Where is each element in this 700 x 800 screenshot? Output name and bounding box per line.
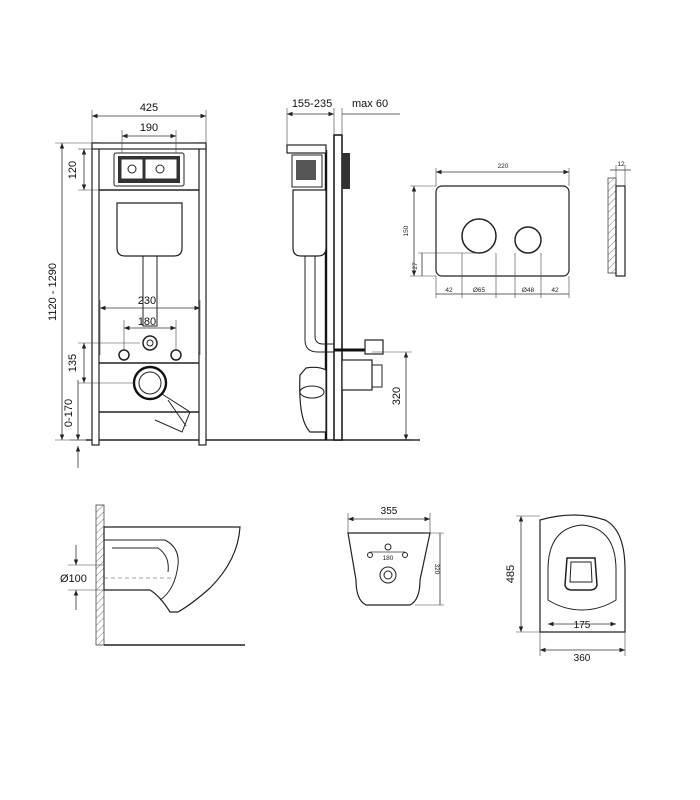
label-inner-width: 175 xyxy=(574,620,591,631)
side-connector xyxy=(364,339,384,355)
label-back-height: 320 xyxy=(433,564,440,575)
label-margin-left: 42 xyxy=(445,287,453,294)
drain-elbow xyxy=(154,393,191,433)
frame-left-post xyxy=(91,142,100,446)
label-total-height: 1120 - 1290 xyxy=(47,263,59,321)
front-view: 425 190 120 1120 - 1290 230 180 135 xyxy=(47,102,350,468)
label-top-height: 120 xyxy=(67,161,79,179)
flush-plate xyxy=(435,185,570,277)
bowl-top-drain xyxy=(564,557,598,591)
label-outlet-height: 320 xyxy=(391,387,403,405)
side-cistern xyxy=(292,189,327,257)
bowl-top-rim xyxy=(547,524,617,611)
bowl-back-view: 355 180 320 xyxy=(347,506,444,606)
bolt-right xyxy=(170,349,182,361)
label-button-small: Ø48 xyxy=(522,287,535,294)
side-drain-bend xyxy=(299,366,327,433)
plate-wall-hatch xyxy=(607,177,617,274)
bowl-back-inlet xyxy=(384,543,392,551)
frame-right-post xyxy=(198,142,207,446)
flush-plate-view: 220 150 27 42 Ø65 Ø48 42 12 xyxy=(403,161,631,298)
label-pipe-diameter: Ø100 xyxy=(60,573,87,585)
label-plate-thickness: 12 xyxy=(617,161,625,168)
label-foot-range: 0-170 xyxy=(63,399,75,427)
cistern xyxy=(116,202,183,257)
label-depth-range: 155-235 xyxy=(292,98,332,110)
label-offset-bottom: 27 xyxy=(412,262,419,270)
label-plate-width: 220 xyxy=(498,163,509,170)
bowl-top-view: 485 175 360 xyxy=(505,514,626,664)
label-fixing-distance: 230 xyxy=(138,295,156,307)
label-inner-distance: 180 xyxy=(138,316,156,328)
label-drain-height: 135 xyxy=(67,354,79,372)
bowl-back-body xyxy=(347,532,431,606)
side-view: 155-235 max 60 320 xyxy=(286,98,420,441)
side-valve-box xyxy=(291,154,323,188)
flush-button-small xyxy=(514,226,542,254)
inspection-opening xyxy=(113,152,185,187)
bolt-left xyxy=(118,349,130,361)
side-flush-pipe xyxy=(304,256,334,353)
side-top-bracket xyxy=(286,144,327,154)
label-max-wall: max 60 xyxy=(352,98,388,110)
plate-side-profile xyxy=(615,185,626,277)
side-plate xyxy=(342,153,350,189)
wall-section xyxy=(333,134,343,441)
label-frame-width: 425 xyxy=(140,102,158,114)
bowl-back-outlet xyxy=(379,566,397,584)
side-outlet xyxy=(341,359,373,391)
frame-top-bar xyxy=(91,142,207,150)
bowl-side-view: Ø100 xyxy=(60,504,245,646)
label-margin-right: 42 xyxy=(551,287,559,294)
label-outer-width: 360 xyxy=(574,653,591,664)
bowl-top-outline xyxy=(539,514,626,633)
label-bolt-spacing: 180 xyxy=(383,555,394,562)
label-plate-height: 150 xyxy=(403,225,410,236)
label-panel-opening: 190 xyxy=(140,122,158,134)
flush-connector xyxy=(142,335,158,351)
label-bowl-length: 485 xyxy=(505,565,517,583)
bowl-wall-hatch xyxy=(95,504,105,646)
label-button-large: Ø65 xyxy=(473,287,486,294)
label-back-width: 355 xyxy=(381,506,398,517)
